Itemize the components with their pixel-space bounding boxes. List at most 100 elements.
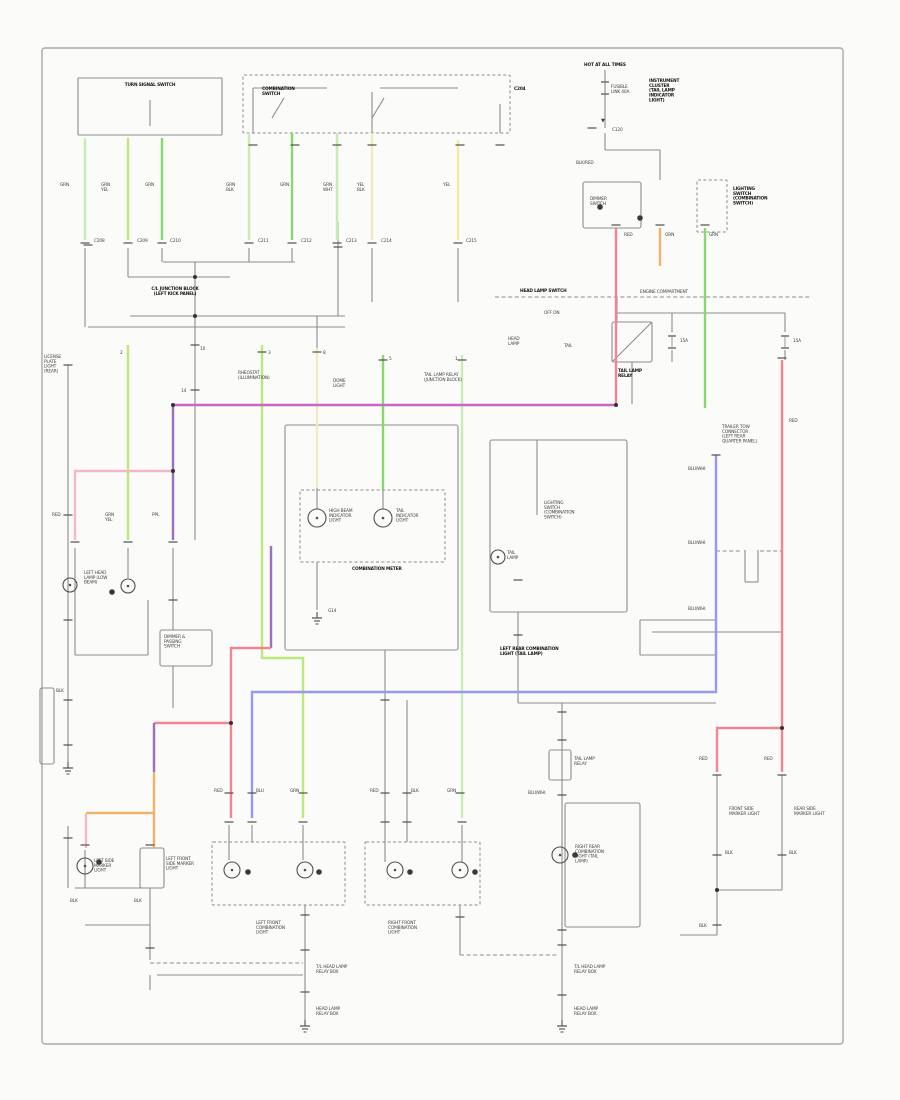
junction-dot xyxy=(614,403,618,407)
lamp-filament-dot xyxy=(303,868,307,872)
component-box xyxy=(159,629,213,667)
diagram-label: ▼ xyxy=(601,118,605,124)
diagram-label: RED xyxy=(52,512,61,518)
diagram-label: C209 xyxy=(137,238,148,244)
diagram-label: TAIL xyxy=(563,343,573,349)
dashed-component-box xyxy=(364,841,481,906)
diagram-label: C120 xyxy=(612,127,623,133)
component-box xyxy=(39,687,55,765)
diagram-label: BLK xyxy=(789,850,797,856)
lamp-circle xyxy=(551,846,569,864)
diagram-label: C212 xyxy=(301,238,312,244)
diagram-label: GRN xyxy=(280,182,289,188)
diagram-label: RED xyxy=(624,232,633,238)
component-box xyxy=(564,802,641,928)
diagram-label: BLK xyxy=(699,923,707,929)
lamp-filament-dot xyxy=(496,555,500,559)
diagram-label: C214 xyxy=(381,238,392,244)
diagram-label: GRN xyxy=(447,788,456,794)
junction-dot xyxy=(715,888,719,892)
lamp-filament-dot xyxy=(68,583,72,587)
gray-line xyxy=(611,321,653,363)
lamp-circle xyxy=(451,861,469,879)
diagram-label: 15A xyxy=(680,338,688,344)
blue-wire xyxy=(250,455,718,818)
connector-blob xyxy=(96,859,102,865)
lamp-circle xyxy=(120,578,136,594)
diagram-label: BLU/WHI xyxy=(528,790,545,796)
lamp-circle xyxy=(386,861,404,879)
diagram-label: C/L JUNCTION BLOCK(LEFT KICK PANEL) xyxy=(151,286,199,297)
diagram-label: HOT AT ALL TIMES xyxy=(584,62,626,68)
lamp-circle xyxy=(373,508,393,528)
diagram-label: GRN xyxy=(709,232,718,238)
lamp-circle xyxy=(296,861,314,879)
diagram-label: C204 xyxy=(514,86,526,92)
diagram-label: 10 xyxy=(200,346,206,352)
component-box xyxy=(548,749,572,781)
connector-blob xyxy=(637,215,643,221)
diagram-label: RED xyxy=(789,418,798,424)
diagram-label: 3 xyxy=(268,350,271,356)
connector-blob xyxy=(572,852,578,858)
diagram-label: GRN xyxy=(60,182,69,188)
lamp-filament-dot xyxy=(230,868,234,872)
diagram-label: C213 xyxy=(346,238,357,244)
dashed-component-box xyxy=(696,179,728,233)
junction-dot xyxy=(171,469,175,473)
diagram-label: BLU xyxy=(256,788,264,794)
diagram-label: BLK xyxy=(725,850,733,856)
diagram-label: C208 xyxy=(94,238,105,244)
pinksoft-wire xyxy=(73,469,173,540)
lamp-filament-dot xyxy=(83,864,87,868)
diagram-label: GRN xyxy=(290,788,299,794)
diagram-label: BLK xyxy=(56,688,64,694)
connector-blob xyxy=(109,589,115,595)
diagram-label: G14 xyxy=(328,608,337,614)
diagram-label: BLK xyxy=(411,788,419,794)
diagram-label: ORN xyxy=(665,232,674,238)
diagram-label: 5 xyxy=(389,356,392,362)
connector-blob xyxy=(407,869,413,875)
dashed-component-box xyxy=(242,74,511,134)
junction-dot xyxy=(229,721,233,725)
lamp-circle xyxy=(76,857,94,875)
junction-dot xyxy=(193,275,197,279)
lamp-circle xyxy=(223,861,241,879)
diagram-label: RED xyxy=(699,756,708,762)
lime-wire xyxy=(260,345,305,818)
diagram-label: GRN xyxy=(145,182,154,188)
diagram-label: YEL xyxy=(442,182,451,188)
lamp-filament-dot xyxy=(381,516,385,520)
lamp-filament-dot xyxy=(558,853,562,857)
diagram-label: OFF ON xyxy=(544,310,559,316)
